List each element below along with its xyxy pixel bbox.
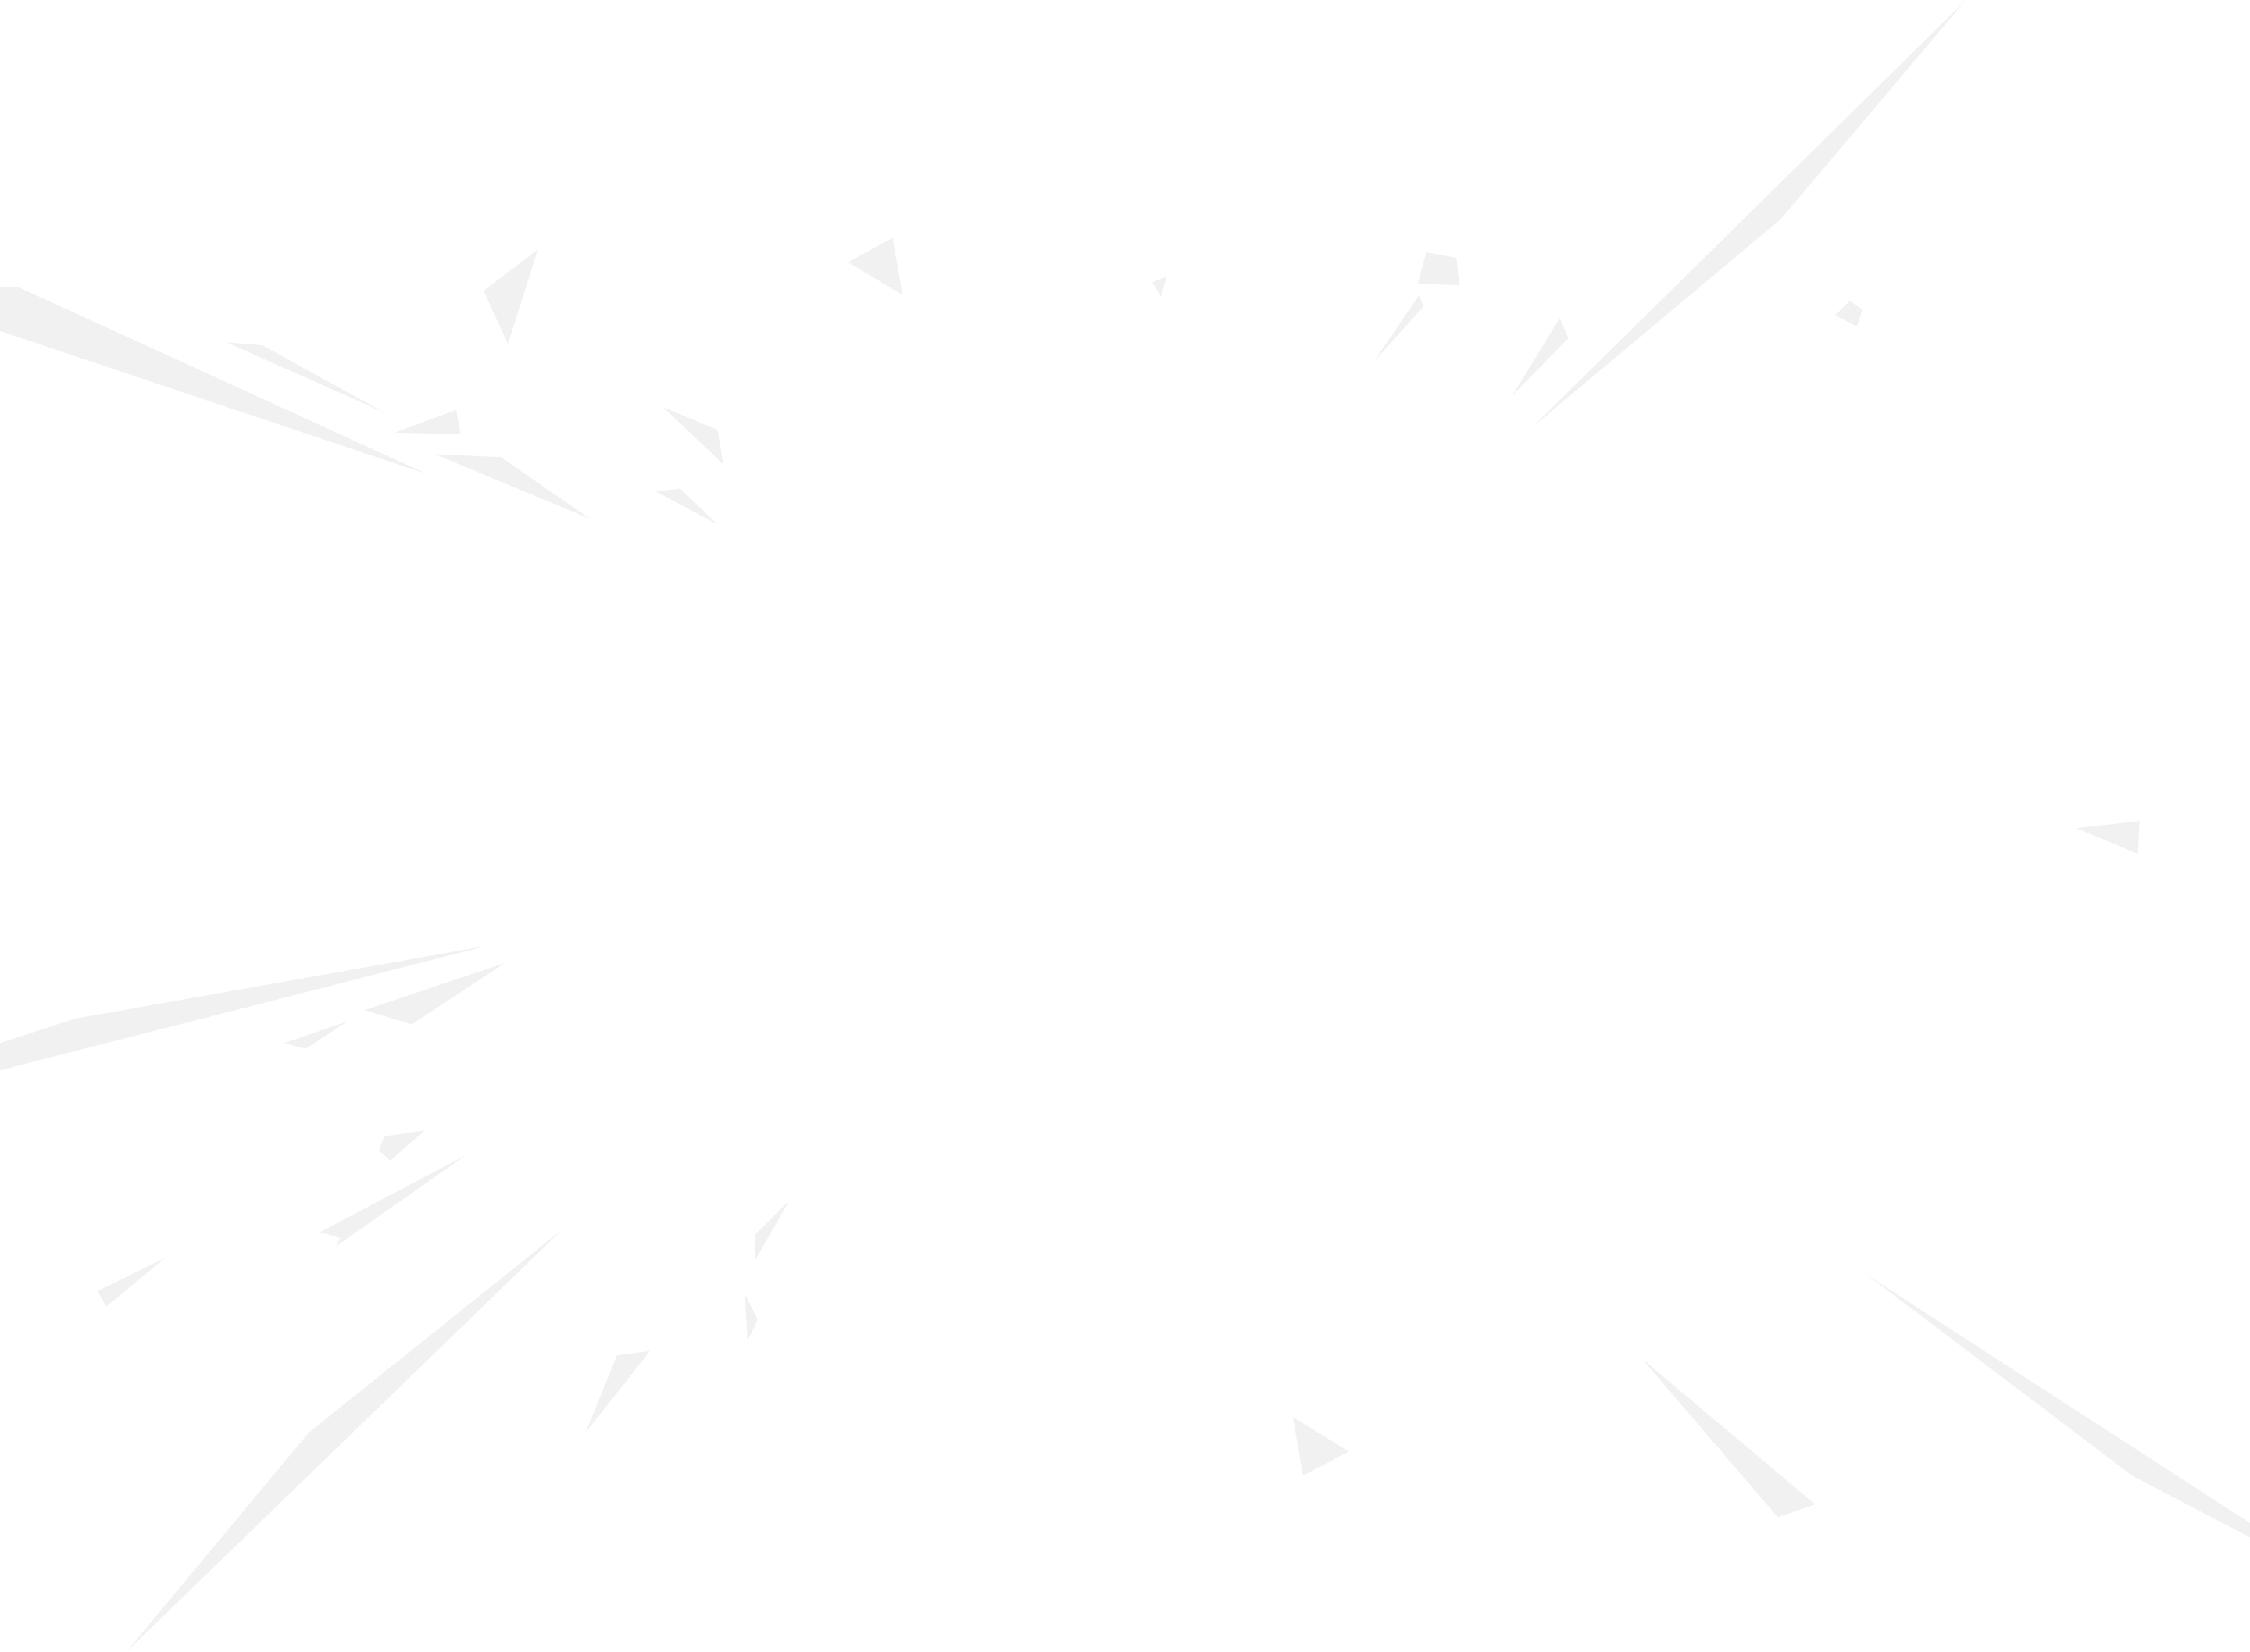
shard [1373, 294, 1424, 363]
shard [395, 409, 461, 434]
shard [655, 488, 718, 525]
shard [745, 1293, 758, 1341]
shard [1641, 1358, 1816, 1518]
shard [483, 249, 538, 344]
shard [1532, 0, 1966, 427]
shard [126, 1229, 562, 1652]
shard [0, 286, 428, 475]
shard [2076, 821, 2140, 855]
shard [97, 1258, 166, 1307]
shard [364, 962, 505, 1025]
shard [227, 342, 385, 413]
shard [378, 1130, 425, 1161]
shard [1865, 1273, 2250, 1538]
shard [1835, 301, 1863, 327]
shard [1512, 318, 1569, 396]
shard [1292, 1417, 1349, 1476]
shard [848, 237, 903, 295]
shard [320, 1154, 466, 1247]
shard [755, 1201, 790, 1261]
shard [284, 1021, 348, 1049]
shard [1152, 277, 1167, 297]
shard [1417, 252, 1459, 286]
